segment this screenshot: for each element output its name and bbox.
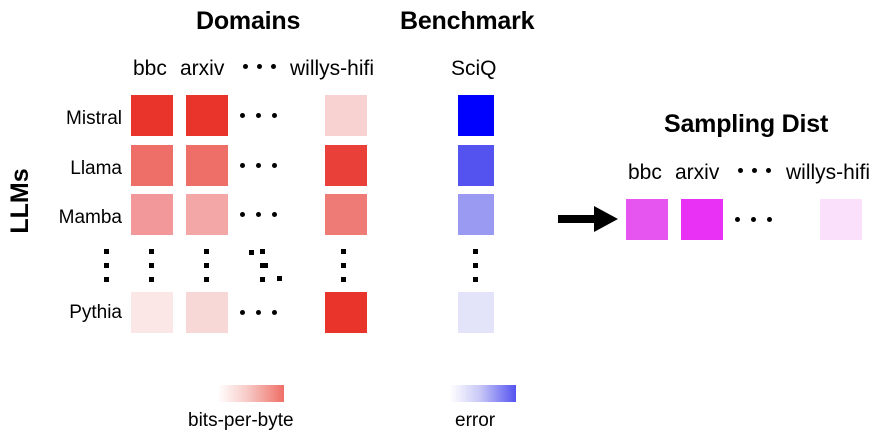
sampling-row-ellipsis-icon (735, 199, 772, 240)
heatmap-cell-llama-bbc[interactable] (131, 145, 173, 186)
heatmap-row-ellipsis-mamba-icon (240, 194, 277, 235)
heatmap-cell-pythia-bbc[interactable] (131, 292, 173, 333)
benchmark-column-ellipsis-icon (473, 249, 478, 282)
sampling-column-header-willys-hifi: willys-hifi (786, 161, 870, 184)
benchmark-column-header-sciq: SciQ (451, 57, 497, 80)
heatmap-cell-llama-willys-hifi[interactable] (325, 145, 367, 186)
heatmap-row-ellipsis-pythia-icon (240, 292, 277, 333)
heatmap-cell-mamba-bbc[interactable] (131, 194, 173, 235)
benchmark-cell-mamba-sciq[interactable] (458, 194, 494, 235)
domains-section-title: Domains (196, 7, 301, 35)
sampling-cell-willys-hifi[interactable] (820, 199, 862, 240)
row-label-mamba: Mamba (58, 207, 122, 228)
sampling-column-header-ellipsis-icon (738, 168, 771, 173)
heatmap-column-ellipsis-willys-hifi-icon (341, 249, 346, 282)
legend-gradient-error (450, 385, 516, 402)
heatmap-cell-llama-arxiv[interactable] (186, 145, 228, 186)
heatmap-cell-mistral-willys-hifi[interactable] (325, 95, 367, 136)
benchmark-cell-pythia-sciq[interactable] (458, 292, 494, 333)
heatmap-cell-mamba-willys-hifi[interactable] (325, 194, 367, 235)
domains-column-header-bbc: bbc (133, 57, 167, 80)
heatmap-row-ellipsis-llama-icon (240, 145, 277, 186)
sampling-section-title: Sampling Dist (664, 110, 829, 138)
heatmap-cell-pythia-willys-hifi[interactable] (325, 292, 367, 333)
benchmark-cell-llama-sciq[interactable] (458, 145, 494, 186)
heatmap-column-ellipsis-mid-icon (260, 249, 265, 282)
heatmap-cell-mistral-bbc[interactable] (131, 95, 173, 136)
legend-gradient-bits-per-byte (218, 385, 284, 402)
row-label-llama: Llama (70, 158, 122, 179)
sampling-column-header-bbc: bbc (628, 161, 662, 184)
flow-arrow-icon (558, 206, 618, 232)
row-label-ellipsis-icon (104, 249, 109, 282)
sampling-column-header-arxiv: arxiv (675, 161, 720, 184)
benchmark-cell-mistral-sciq[interactable] (458, 95, 494, 136)
heatmap-row-ellipsis-mistral-icon (240, 95, 277, 136)
sampling-cell-bbc[interactable] (626, 199, 668, 240)
row-label-mistral: Mistral (66, 108, 122, 129)
domains-column-header-willys-hifi: willys-hifi (290, 57, 374, 80)
domains-column-header-arxiv: arxiv (180, 57, 225, 80)
sampling-cell-arxiv[interactable] (681, 199, 723, 240)
heatmap-diagonal-ellipsis-icon (245, 250, 289, 284)
heatmap-cell-mamba-arxiv[interactable] (186, 194, 228, 235)
heatmap-column-ellipsis-bbc-icon (149, 249, 154, 282)
row-label-pythia: Pythia (69, 302, 122, 323)
heatmap-column-ellipsis-arxiv-icon (204, 249, 209, 282)
heatmap-cell-pythia-arxiv[interactable] (186, 292, 228, 333)
heatmap-cell-mistral-arxiv[interactable] (186, 95, 228, 136)
legend-label-bits-per-byte: bits-per-byte (188, 410, 294, 431)
legend-label-error: error (455, 410, 496, 431)
benchmark-section-title: Benchmark (400, 7, 535, 35)
domains-column-header-ellipsis-icon (243, 64, 276, 69)
